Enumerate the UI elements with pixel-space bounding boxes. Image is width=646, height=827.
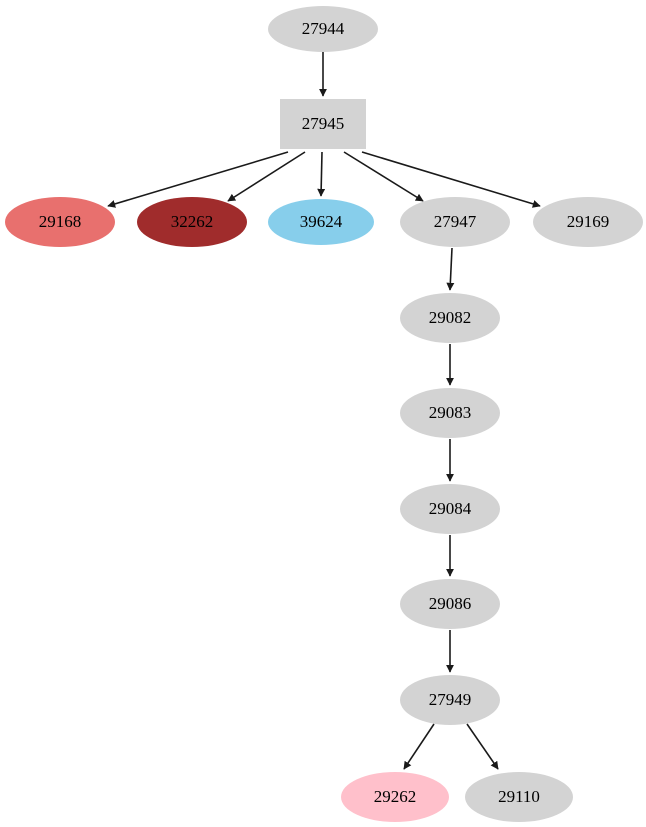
graph-node-27947[interactable]: 27947 <box>400 197 510 247</box>
node-shape-ellipse[interactable] <box>137 197 247 247</box>
node-shape-ellipse[interactable] <box>400 675 500 725</box>
graph-edge-27945-to-39624 <box>317 151 326 197</box>
graph-node-29082[interactable]: 29082 <box>400 293 500 343</box>
graph-node-27949[interactable]: 27949 <box>400 675 500 725</box>
graph-node-39624[interactable]: 39624 <box>268 199 374 245</box>
graph-edge-27947-to-29082 <box>446 247 455 291</box>
graph-edge-27945-to-32262 <box>227 151 306 202</box>
graph-node-29086[interactable]: 29086 <box>400 579 500 629</box>
graph-node-29169[interactable]: 29169 <box>533 197 643 247</box>
graph-node-29262[interactable]: 29262 <box>341 772 449 822</box>
node-shape-ellipse[interactable] <box>400 197 510 247</box>
graph-node-29110[interactable]: 29110 <box>465 772 573 822</box>
node-shape-ellipse[interactable] <box>533 197 643 247</box>
node-shape-ellipse[interactable] <box>268 199 374 245</box>
graph-edge-27945-to-27947 <box>343 151 424 202</box>
nodes-layer: 27944 27945 29168 32262 39624 27947 29169 29082… <box>5 6 643 822</box>
node-shape-ellipse[interactable] <box>400 293 500 343</box>
graph-edge-27945-to-29169 <box>361 151 541 208</box>
graph-edge-27945-to-29168 <box>107 151 289 208</box>
node-shape-box[interactable] <box>280 99 366 149</box>
graph-node-29084[interactable]: 29084 <box>400 484 500 534</box>
node-shape-ellipse[interactable] <box>400 484 500 534</box>
graph-node-27945[interactable]: 27945 <box>280 99 366 149</box>
node-shape-ellipse[interactable] <box>400 388 500 438</box>
node-shape-ellipse[interactable] <box>465 772 573 822</box>
node-shape-ellipse[interactable] <box>268 6 378 52</box>
graph-edge-27949-to-29110 <box>466 723 499 770</box>
graph-node-29083[interactable]: 29083 <box>400 388 500 438</box>
graph-node-27944[interactable]: 27944 <box>268 6 378 52</box>
edges-layer <box>107 52 541 770</box>
graph-node-32262[interactable]: 32262 <box>137 197 247 247</box>
graph-edge-27949-to-29262 <box>403 723 435 770</box>
node-shape-ellipse[interactable] <box>341 772 449 822</box>
node-shape-ellipse[interactable] <box>400 579 500 629</box>
graph-node-29168[interactable]: 29168 <box>5 197 115 247</box>
node-shape-ellipse[interactable] <box>5 197 115 247</box>
